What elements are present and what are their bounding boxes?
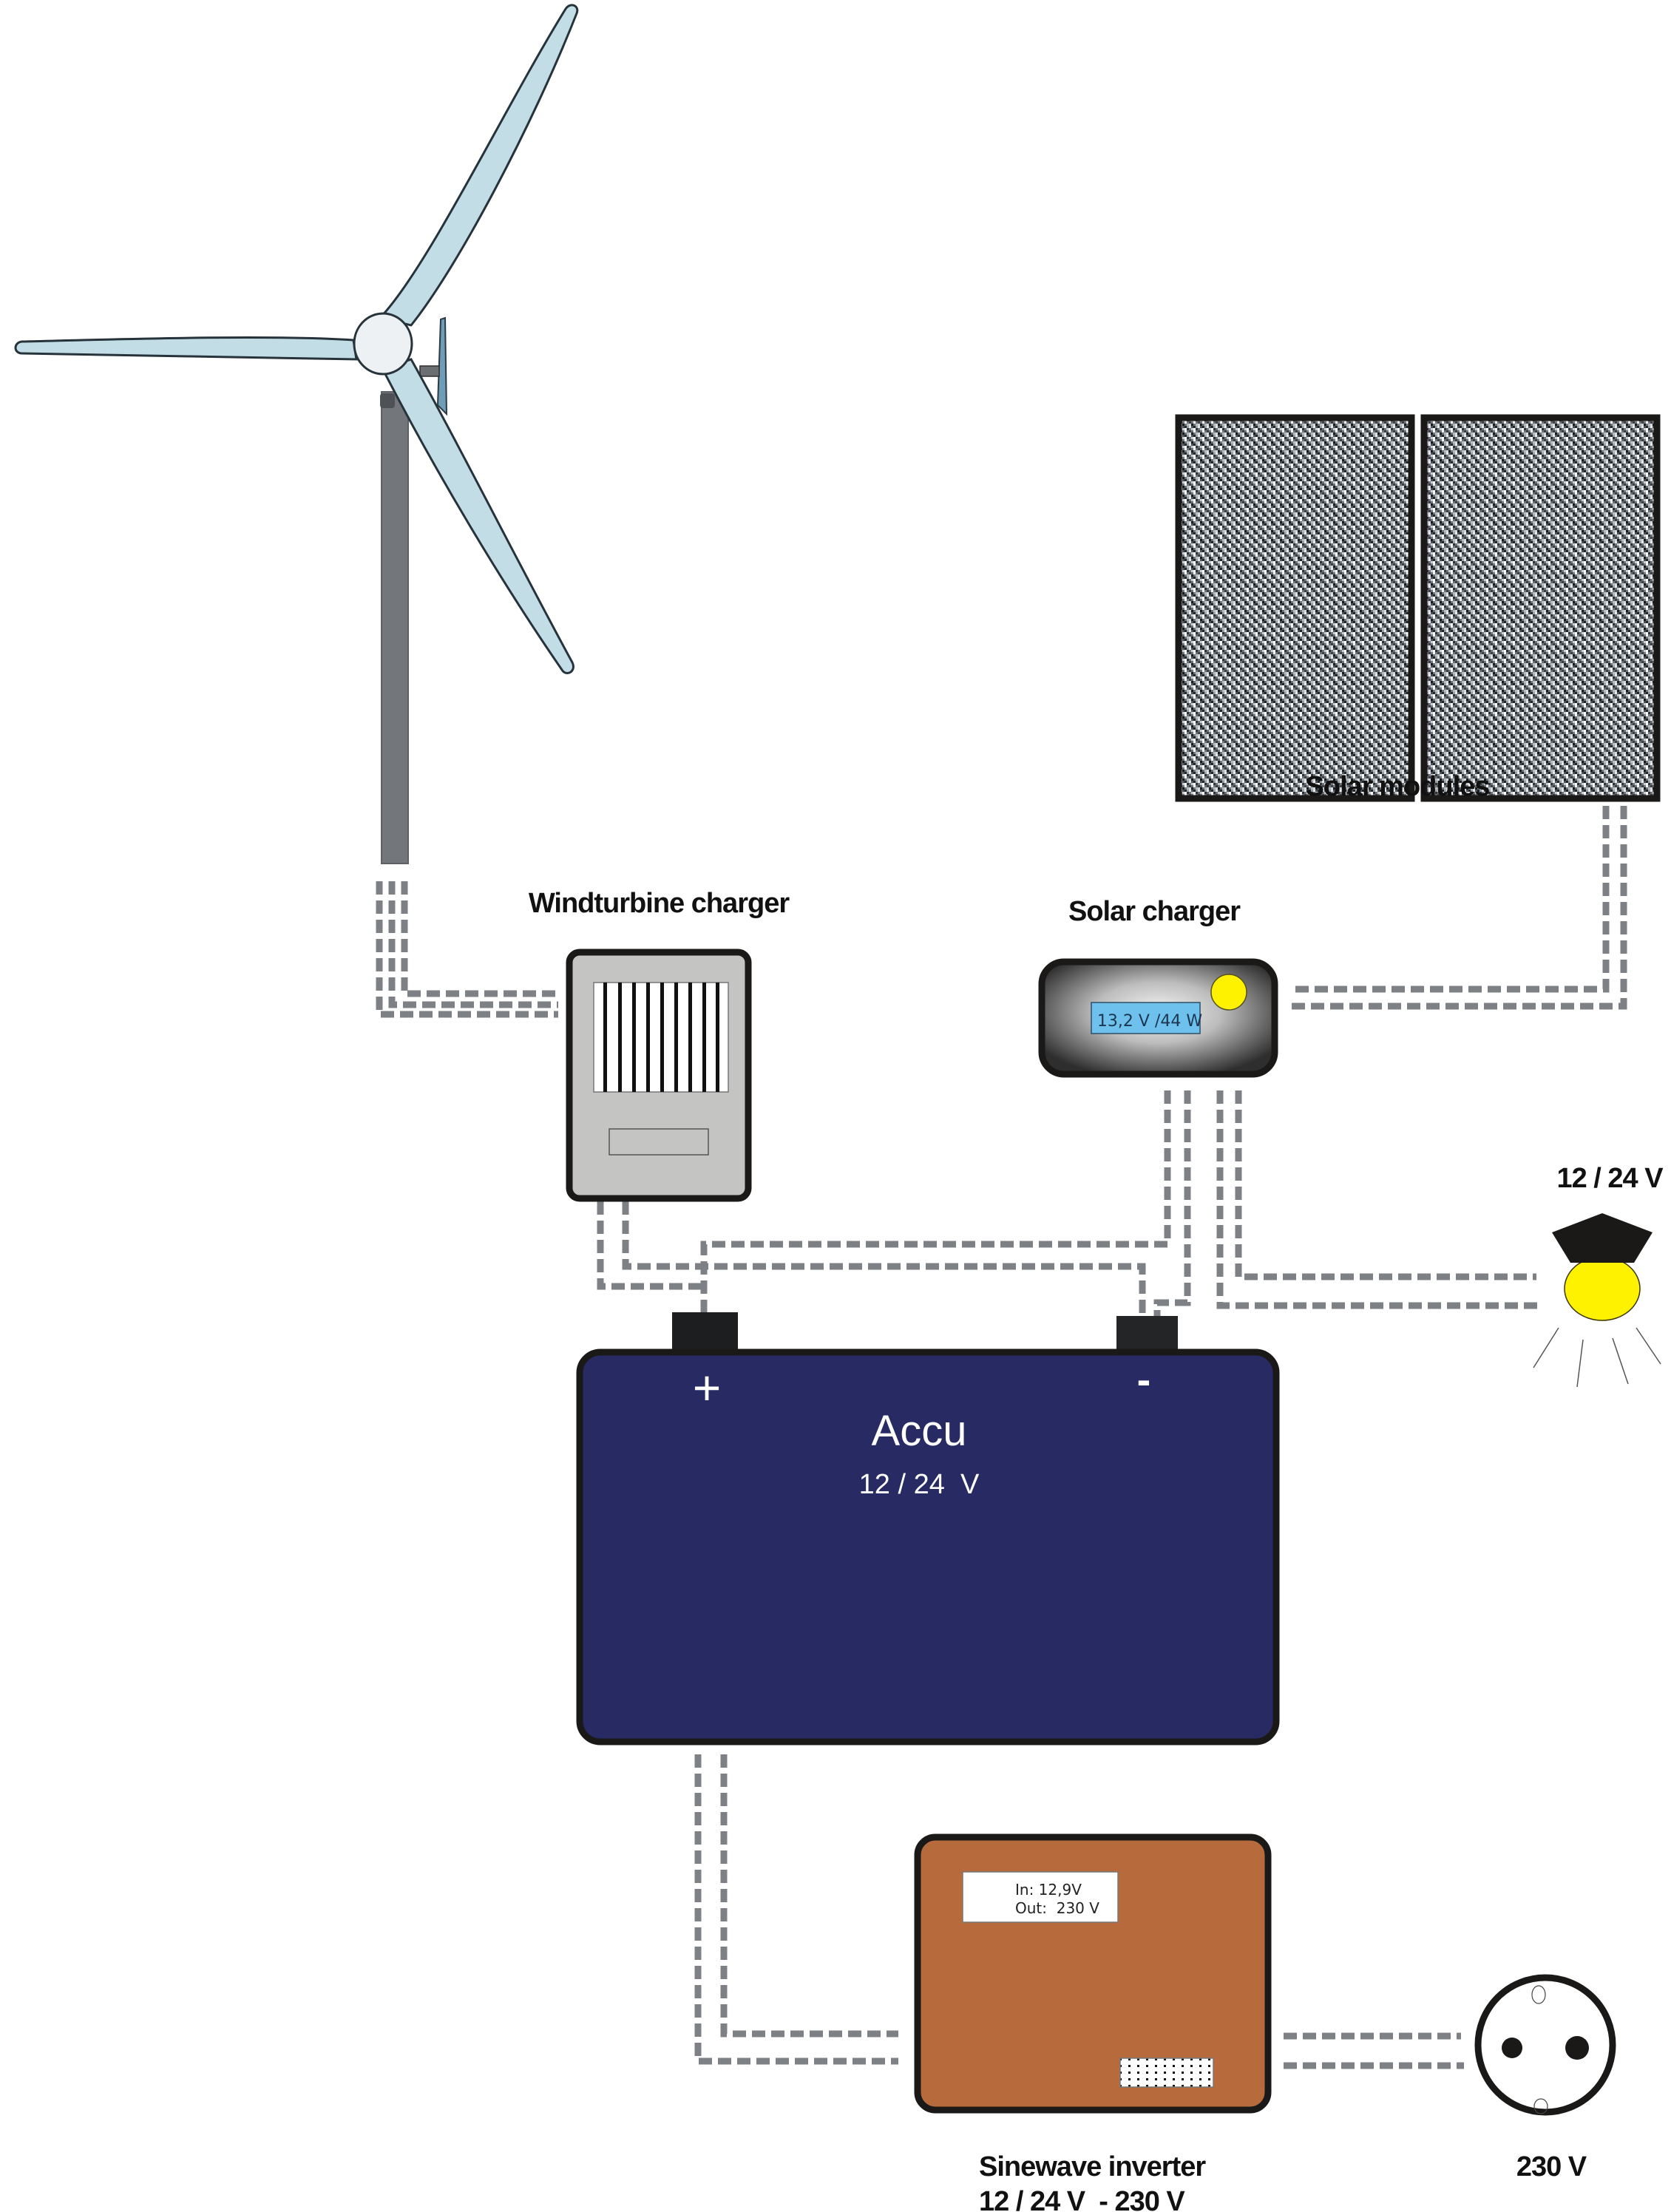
battery: + - Accu 12 / 24 V [576,1312,1280,1745]
solar-modules: Solar modules [1175,414,1661,802]
socket-pin-left [1502,2038,1522,2058]
inverter-label-line1: Sinewave inverter [979,2151,1206,2182]
battery-minus-sign: - [1137,1356,1151,1402]
inverter-display-out: Out: 230 V [1015,1899,1099,1917]
inverter-display-in: In: 12,9V [1015,1881,1082,1899]
lamp-voltage-label: 12 / 24 V [1556,1163,1664,1194]
vent-slats [603,983,719,1092]
battery-terminal-minus [1116,1316,1178,1351]
socket-pin-right [1565,2036,1589,2060]
battery-terminal-plus [672,1312,738,1351]
solar-panel-1 [1175,414,1415,802]
turbine-tower [381,391,409,864]
turbine-blade-bottom [381,358,574,674]
inverter-display [962,1871,1119,1923]
wire-turbine-1 [376,881,558,1018]
wire-solar-2 [1290,806,1627,1010]
battery-plus-sign: + [693,1360,722,1415]
wire-lamp-2 [1216,1090,1538,1309]
socket-voltage-label: 230 V [1516,2151,1587,2182]
battery-title: Accu [872,1407,967,1455]
wire-inverter-1 [720,1754,898,2038]
solar-charger-lcd [1091,1002,1201,1034]
battery-voltage: 12 / 24 V [859,1469,980,1500]
solar-charger-indicator [1210,974,1247,1011]
wire-windcharger-minus [622,1201,1146,1360]
solar-charger-display: 13,2 V /44 W [1097,1012,1202,1031]
wire-windcharger-plus [597,1201,704,1290]
wire-inverter-2 [694,1754,898,2065]
wire-turbine-2 [388,881,558,1008]
turbine-nacelle [419,365,440,377]
wire-solar-1 [1290,806,1610,993]
socket-earth-bottom [1533,2098,1548,2114]
windturbine-charger-slot [609,1128,709,1156]
lamp-shade [1552,1213,1653,1263]
turbine-blade-top [378,4,579,327]
windturbine-charger: Windturbine charger [529,888,790,1202]
turbine-blade-left [14,336,358,361]
wire-lamp-1 [1235,1090,1536,1280]
turbine-yaw [380,393,395,408]
inverter-label-line2: 12 / 24 V - 230 V [979,2186,1185,2212]
turbine-hub [353,312,413,376]
wire-solarcharger-plus [700,1090,1171,1316]
wire-turbine-3 [401,881,558,997]
wind-turbine [14,4,579,864]
windturbine-charger-label: Windturbine charger [529,888,790,919]
inverter: In: 12,9V Out: 230 V Sinewave inverter 1… [914,1833,1272,2212]
socket-230v: 230 V [1474,1974,1616,2182]
lamp-light-rays [1533,1327,1661,1388]
lamp: 12 / 24 V [1533,1163,1664,1388]
solar-charger-label: Solar charger [1068,896,1241,927]
inverter-grille [1119,2057,1214,2088]
battery-body [576,1348,1280,1745]
solar-modules-label: Solar modules [1306,771,1490,802]
solar-charger: Solar charger 13,2 V /44 W [1038,896,1278,1078]
solar-panel-2 [1420,414,1661,802]
lamp-bulb [1564,1256,1641,1321]
socket-earth-top [1531,1985,1546,2004]
